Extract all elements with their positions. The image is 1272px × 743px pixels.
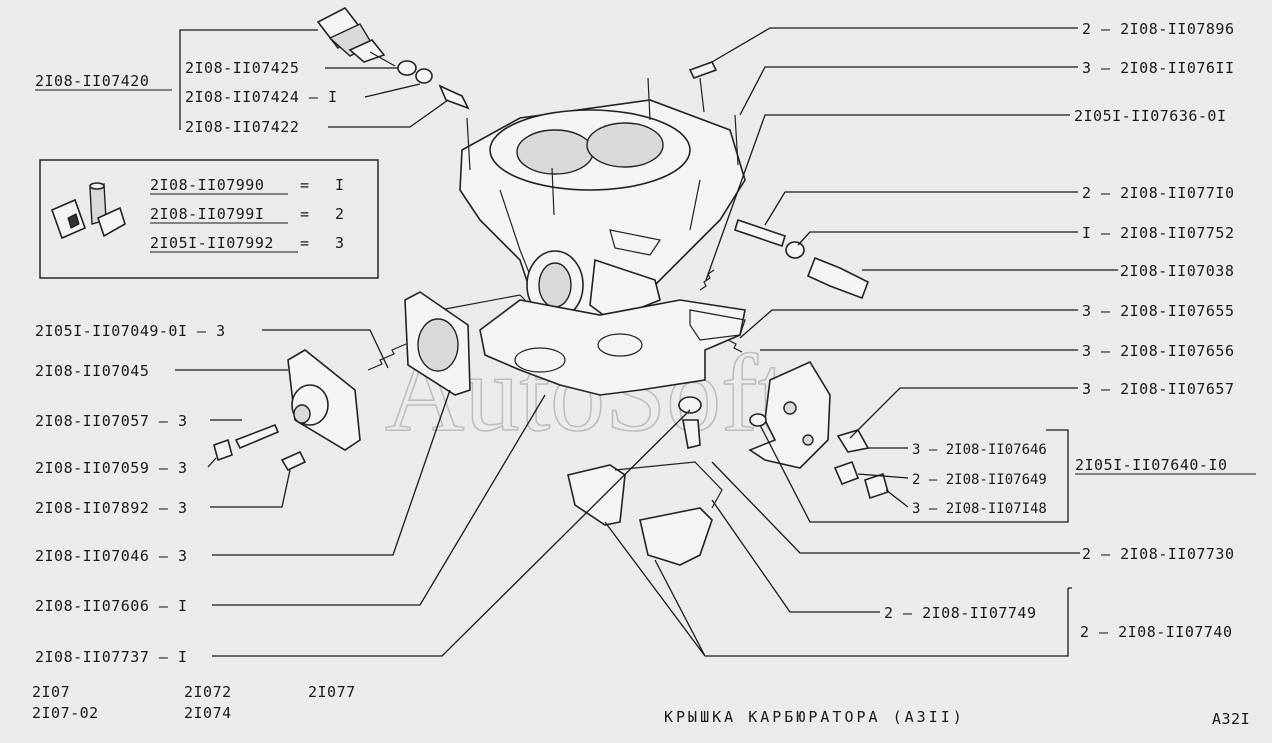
label-2108-1107730: 2 — 2I08-II07730 bbox=[1082, 545, 1235, 563]
model-2107-02: 2I07-02 bbox=[32, 704, 99, 722]
page-title: КРЫШКА КАРБЮРАТОРА (АЗII) bbox=[664, 708, 965, 726]
label-2108-1107646: 3 — 2I08-II07646 bbox=[912, 442, 1047, 458]
page-code: А32I bbox=[1212, 710, 1250, 728]
gaskets-drawing bbox=[439, 294, 746, 396]
footer: 2I07 2I07-02 2I072 2I074 2I077 КРЫШКА КА… bbox=[32, 683, 1250, 728]
model-2107: 2I07 bbox=[32, 683, 70, 701]
legend-qty-1: I bbox=[335, 176, 345, 194]
label-2108-1107059: 2I08-II07059 — 3 bbox=[35, 459, 188, 477]
label-2108-1107424: 2I08-II07424 — I bbox=[185, 88, 338, 106]
kit-icon bbox=[50, 182, 126, 240]
legend-code-3: 2I05I-II07992 bbox=[150, 234, 274, 252]
parts-illustration bbox=[213, 6, 889, 566]
legend-code-1: 2I08-II07990 bbox=[150, 176, 264, 194]
legend-sep-1: = bbox=[300, 176, 310, 194]
labels-right: 2 — 2I08-II07896 3 — 2I08-II076II 2I05I-… bbox=[884, 20, 1256, 641]
label-2108-1107749: 2 — 2I08-II07749 bbox=[884, 604, 1037, 622]
label-2108-1107740: 2 — 2I08-II07740 bbox=[1080, 623, 1233, 641]
fuel-inlet-parts-drawing bbox=[734, 218, 870, 300]
label-2108-1107057: 2I08-II07057 — 3 bbox=[35, 412, 188, 430]
legend-sep-2: = bbox=[300, 205, 310, 223]
label-2108-1107611: 3 — 2I08-II076II bbox=[1082, 59, 1235, 77]
label-2108-1107045: 2I08-II07045 bbox=[35, 362, 149, 380]
label-21051-1107640-10: 2I05I-II07640-I0 bbox=[1075, 456, 1228, 474]
carburetor-body-drawing bbox=[459, 61, 746, 331]
lever-plate-drawing bbox=[727, 339, 889, 500]
label-2108-1107656: 3 — 2I08-II07656 bbox=[1082, 342, 1235, 360]
label-2108-1107655: 3 — 2I08-II07655 bbox=[1082, 302, 1235, 320]
legend-code-2: 2I08-II0799I bbox=[150, 205, 264, 223]
label-2108-1107148: 3 — 2I08-II07I48 bbox=[912, 501, 1047, 517]
legend-box bbox=[39, 159, 379, 279]
model-21077: 2I077 bbox=[308, 683, 356, 701]
model-21072: 2I072 bbox=[184, 683, 232, 701]
labels-left: 2I08-II07420 2I08-II07425 2I08-II07424 —… bbox=[35, 59, 338, 666]
econostat-cover-drawing bbox=[213, 349, 361, 472]
kit-legend: 2I08-II07990 = I 2I08-II0799I = 2 2I05I-… bbox=[39, 159, 379, 279]
label-2108-1107737: 2I08-II07737 — I bbox=[35, 648, 188, 666]
solenoid-valve-drawing bbox=[316, 6, 470, 110]
label-2108-1107896: 2 — 2I08-II07896 bbox=[1082, 20, 1235, 38]
label-2108-1107649: 2 — 2I08-II07649 bbox=[912, 472, 1047, 488]
leader-lines bbox=[175, 27, 1118, 657]
label-2108-1107606: 2I08-II07606 — I bbox=[35, 597, 188, 615]
model-21074: 2I074 bbox=[184, 704, 232, 722]
label-2108-1107425: 2I08-II07425 bbox=[185, 59, 299, 77]
label-2108-1107038: 2I08-II07038 bbox=[1120, 262, 1234, 280]
label-21051-1107636-01: 2I05I-II07636-0I bbox=[1074, 107, 1227, 125]
label-2108-1107422: 2I08-II07422 bbox=[185, 118, 299, 136]
legend-sep-3: = bbox=[300, 234, 310, 252]
legend-qty-2: 2 bbox=[335, 205, 345, 223]
label-2108-1107420: 2I08-II07420 bbox=[35, 72, 149, 90]
label-2108-1107657: 3 — 2I08-II07657 bbox=[1082, 380, 1235, 398]
float-assembly-drawing bbox=[567, 396, 723, 566]
label-2108-1107892: 2I08-II07892 — 3 bbox=[35, 499, 188, 517]
label-2108-1107046: 2I08-II07046 — 3 bbox=[35, 547, 188, 565]
label-2108-1107752: I — 2I08-II07752 bbox=[1082, 224, 1235, 242]
legend-qty-3: 3 bbox=[335, 234, 345, 252]
diaphragm-plate-drawing bbox=[367, 291, 471, 396]
label-21051-1107049-01: 2I05I-II07049-0I — 3 bbox=[35, 322, 226, 340]
label-2108-1107710: 2 — 2I08-II077I0 bbox=[1082, 184, 1235, 202]
